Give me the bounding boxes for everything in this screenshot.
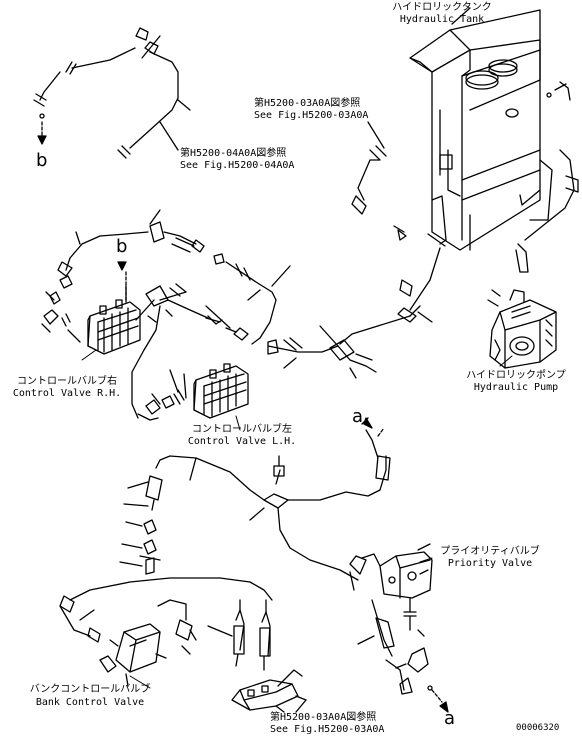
bottom-bracket [231,669,307,713]
bank-control-valve-label-jp: バンクコントロールバルブ [29,684,151,695]
control-valve-rh-label-en: Control Valve R.H. [12,388,122,399]
ref-04a0a-jp: 第H5200-04A0A図参照 [180,148,287,159]
hydraulic-tank-label-en: Hydraulic Tank [399,14,485,25]
lower-hose-assembly [145,455,391,581]
ref-04-leader-2 [177,99,191,111]
cv-rh-supply-hose [57,209,205,277]
bracket-hoses [207,599,271,671]
hose-top-left [33,27,179,159]
marker-a-bottom: a [444,708,456,729]
control-valve-lh [193,363,249,419]
marker-b-mid: b [116,236,128,257]
priority-valve-label-en: Priority Valve [447,558,533,569]
cv-lh-fittings [145,369,187,415]
hydraulic-tank [409,9,553,251]
control-valve-lh-label-en: Control Valve L.H. [187,436,297,447]
priority-valve-hoses [357,599,443,703]
left-column-fittings [119,481,157,575]
tank-elbow-fitting [546,81,571,101]
bank-valve-hoses [59,555,273,655]
bank-control-valve-label-en: Bank Control Valve [35,697,145,708]
marker-a-right: a [352,406,364,427]
control-valve-rh [87,285,141,355]
marker-b-top: b [36,150,48,171]
ref-04-leader [159,121,179,151]
figure-number: 00006320 [516,723,560,733]
tank-leader [451,7,471,25]
ref-03a0a-bottom-jp: 第H5200-03A0A図参照 [270,712,377,723]
tank-outlet-pipe [351,121,387,215]
ref-03a0a-bottom-en: See Fig.H5200-03A0A [270,724,385,735]
control-valve-lh-label-jp: コントロールバルブ左 [192,424,292,435]
ref-03a0a-top-jp: 第H5200-03A0A図参照 [254,98,361,109]
cv-rh-fittings [41,275,81,343]
hydraulic-tank-label-jp: ハイドロリックタンク [392,2,492,13]
ref-bottom-leader [295,699,307,713]
hydraulic-pump [487,289,557,369]
control-valve-rh-label-jp: コントロールバルブ右 [17,376,117,387]
label-leaders [81,349,513,689]
marker-arrows [37,135,449,713]
middle-fittings [171,237,291,345]
pump-suction-hose [515,149,579,273]
cv-rh-tubes [125,271,223,421]
priority-valve [349,543,433,631]
hydraulic-pump-label-en: Hydraulic Pump [473,382,559,393]
hydraulic-pump-label-jp: ハイドロリックポンプ [466,370,566,381]
pump-pressure-pipe [267,305,421,379]
tank-drain-hose [393,195,447,323]
ref-03a0a-top-en: See Fig.H5200-03A0A [254,110,369,121]
bank-control-valve [99,623,167,687]
ref-04a0a-en: See Fig.H5200-04A0A [180,160,295,171]
priority-valve-label-jp: プライオリティバルブ [440,546,540,557]
